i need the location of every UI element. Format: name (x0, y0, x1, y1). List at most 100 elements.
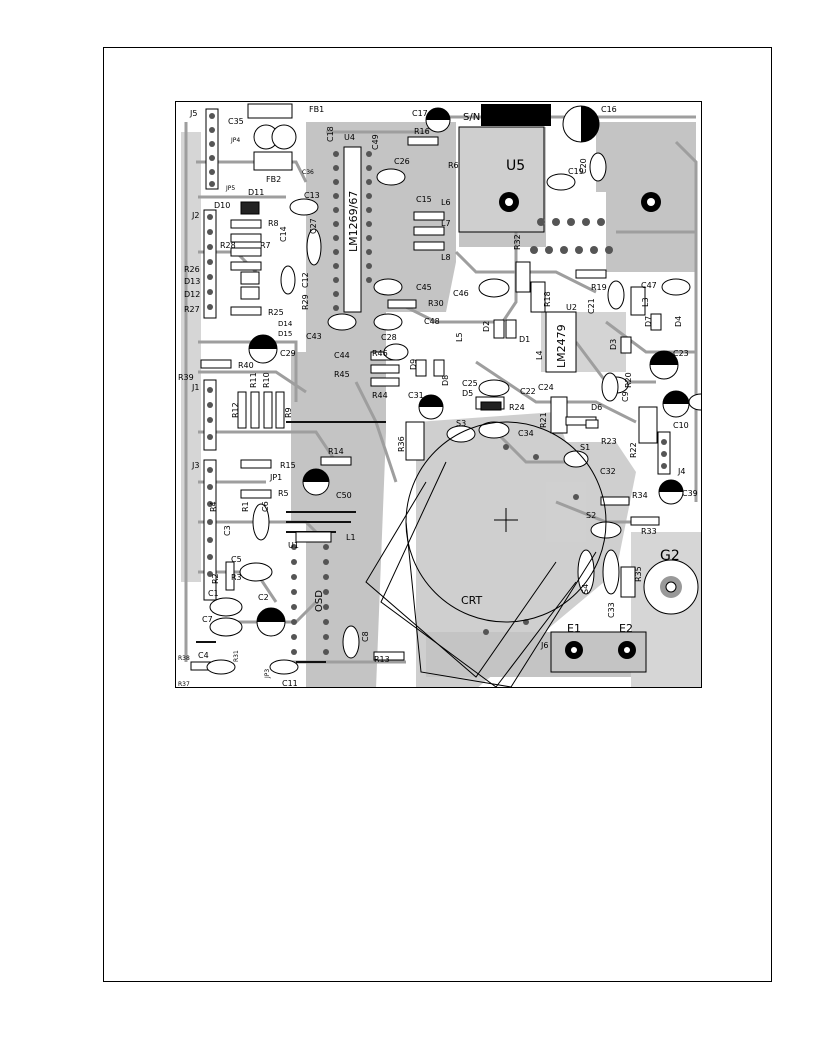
label-s4: S4 (581, 584, 590, 594)
label-c5: C5 (231, 555, 242, 564)
label-c19: C19 (568, 167, 584, 176)
label-serial: S/N (463, 112, 480, 123)
label-c50: C50 (336, 491, 352, 500)
label-c2: C2 (258, 593, 269, 602)
silkscreen-labels: J5 C35 FB1 C17 C16 JP4 C36 FB2 JP5 C18 C… (178, 105, 698, 688)
label-r7: R7 (260, 241, 271, 250)
label-d8: D8 (441, 375, 450, 386)
label-c23: C23 (673, 349, 689, 358)
label-e2: E2 (619, 622, 633, 635)
label-jp5: JP5 (225, 185, 235, 192)
label-r22: R22 (629, 442, 638, 458)
label-r26: R26 (184, 265, 200, 274)
capacitors (206, 152, 701, 675)
electrolytic-capacitors (247, 103, 690, 637)
label-e1: E1 (567, 622, 581, 635)
label-c17: C17 (412, 109, 428, 118)
label-r11: R11 (249, 372, 258, 388)
label-r12: R12 (231, 402, 240, 418)
label-r25: R25 (268, 308, 284, 317)
label-r28: R28 (220, 241, 236, 250)
integrated-circuits (295, 104, 577, 543)
label-c24: C24 (538, 383, 554, 392)
label-r32: R32 (513, 234, 522, 250)
label-c48: C48 (424, 317, 440, 326)
label-d14: D14 (278, 320, 293, 328)
label-jp3: JP3 (264, 669, 271, 679)
label-d3: D3 (609, 339, 618, 350)
label-c20: C20 (579, 158, 588, 174)
label-c33: C33 (607, 602, 616, 618)
label-c43: C43 (306, 332, 322, 341)
label-c32: C32 (600, 467, 616, 476)
label-c14: C14 (279, 226, 288, 242)
label-r16: R16 (414, 127, 430, 136)
label-r1: R1 (241, 501, 250, 512)
label-s3: S3 (456, 419, 466, 428)
label-r21: R21 (539, 412, 548, 428)
label-c16: C16 (601, 105, 617, 114)
label-j4: J4 (677, 467, 685, 476)
diodes (240, 201, 662, 429)
label-fb1: FB1 (309, 105, 324, 114)
label-u4-part: LM1269/67 (347, 191, 360, 252)
label-c35: C35 (228, 117, 244, 126)
label-c11: C11 (282, 679, 298, 688)
label-u4: U4 (344, 133, 355, 142)
pcb-layout-svg: J5 C35 FB1 C17 C16 JP4 C36 FB2 JP5 C18 C… (178, 103, 701, 688)
label-c3: C3 (223, 525, 232, 536)
label-d9: D9 (409, 359, 418, 370)
resistors (190, 136, 660, 671)
crt-outline (365, 421, 607, 687)
label-r23: R23 (601, 437, 617, 446)
label-c4: C4 (198, 651, 209, 660)
page-frame (103, 47, 772, 982)
label-r9: R9 (284, 407, 293, 418)
label-r13: R13 (374, 655, 390, 664)
label-r45: R45 (334, 370, 350, 379)
label-r27: R27 (184, 305, 200, 314)
label-r35: R35 (634, 566, 643, 582)
label-u2-part: LM2479 (555, 324, 568, 368)
label-r46: R46 (372, 349, 388, 358)
label-c26: C26 (394, 157, 410, 166)
label-c1: C1 (208, 589, 219, 598)
label-c44: C44 (334, 351, 350, 360)
label-c12: C12 (301, 272, 310, 288)
label-c22: C22 (520, 387, 536, 396)
label-r2: R2 (211, 573, 220, 584)
label-r4: R4 (209, 501, 218, 512)
label-c8: C8 (361, 631, 370, 642)
label-j1: J1 (191, 383, 199, 392)
label-r5: R5 (278, 489, 289, 498)
label-r36: R36 (397, 436, 406, 452)
label-r8: R8 (268, 219, 279, 228)
label-r3: R3 (231, 573, 242, 582)
label-u2: U2 (566, 303, 577, 312)
label-c25: C25 (462, 379, 478, 388)
label-c46: C46 (453, 289, 469, 298)
label-l4: L4 (535, 350, 544, 360)
pads (207, 113, 667, 655)
label-r31: R31 (233, 650, 240, 662)
label-l8: L8 (441, 253, 451, 262)
label-r6: R6 (448, 161, 459, 170)
label-r10: R10 (262, 372, 271, 388)
traces-dark (196, 421, 386, 663)
label-g2: G2 (660, 548, 680, 564)
label-c34: C34 (518, 429, 534, 438)
label-r24: R24 (509, 403, 525, 412)
label-j6: J6 (540, 641, 548, 650)
label-c21: C21 (587, 298, 596, 314)
label-c49: C49 (371, 134, 380, 150)
pcb-board: J5 C35 FB1 C17 C16 JP4 C36 FB2 JP5 C18 C… (175, 101, 702, 688)
label-d11: D11 (248, 188, 264, 197)
label-r40: R40 (238, 361, 254, 370)
label-r30: R30 (428, 299, 444, 308)
label-osd: OSD (314, 590, 325, 612)
label-l6: L6 (441, 198, 451, 207)
label-c28: C28 (381, 333, 397, 342)
label-d4: D4 (674, 316, 683, 327)
label-r15: R15 (280, 461, 296, 470)
label-u5: U5 (506, 158, 525, 174)
